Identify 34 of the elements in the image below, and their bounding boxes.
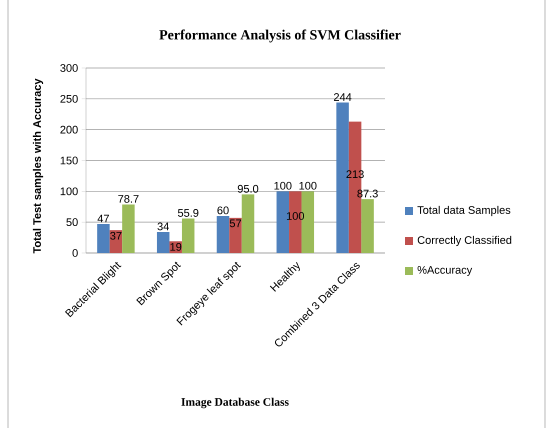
y-tick-label: 100 — [60, 187, 78, 196]
data-label: 47 — [98, 214, 109, 222]
data-label: 55.9 — [178, 209, 198, 217]
bar — [122, 204, 135, 253]
data-label: 100 — [274, 182, 292, 190]
bar — [97, 224, 110, 253]
bar — [361, 199, 374, 253]
chart-title: Performance Analysis of SVM Classifier — [159, 30, 401, 42]
y-tick-label: 300 — [60, 64, 78, 72]
bar — [156, 232, 170, 253]
y-tick-label: 200 — [60, 126, 78, 134]
bar — [216, 216, 230, 253]
data-label: 34 — [158, 222, 169, 230]
data-label: 60 — [217, 206, 229, 214]
data-label: 78.7 — [118, 194, 139, 203]
data-label: 100 — [299, 182, 317, 190]
data-label: 57 — [230, 220, 242, 228]
legend-label: Correctly Classified — [418, 236, 512, 246]
legend-label: Total data Samples — [417, 206, 510, 216]
bar — [182, 218, 194, 253]
axis-title: Image Database Class — [181, 398, 289, 408]
data-label: 19 — [170, 242, 182, 251]
legend-label: %Accuracy — [418, 266, 472, 276]
y-tick-label: 250 — [60, 94, 78, 103]
y-tick-label: 50 — [66, 218, 78, 226]
y-tick-label: 0 — [72, 249, 78, 257]
data-label: 244 — [334, 93, 352, 101]
axis-title: Total Test samples with Accuracy — [32, 78, 44, 254]
data-label: 37 — [110, 232, 122, 240]
data-label: 95.0 — [238, 184, 258, 193]
bar — [110, 230, 122, 253]
bar — [229, 218, 242, 253]
bar — [242, 194, 254, 253]
y-tick-label: 150 — [60, 156, 78, 164]
